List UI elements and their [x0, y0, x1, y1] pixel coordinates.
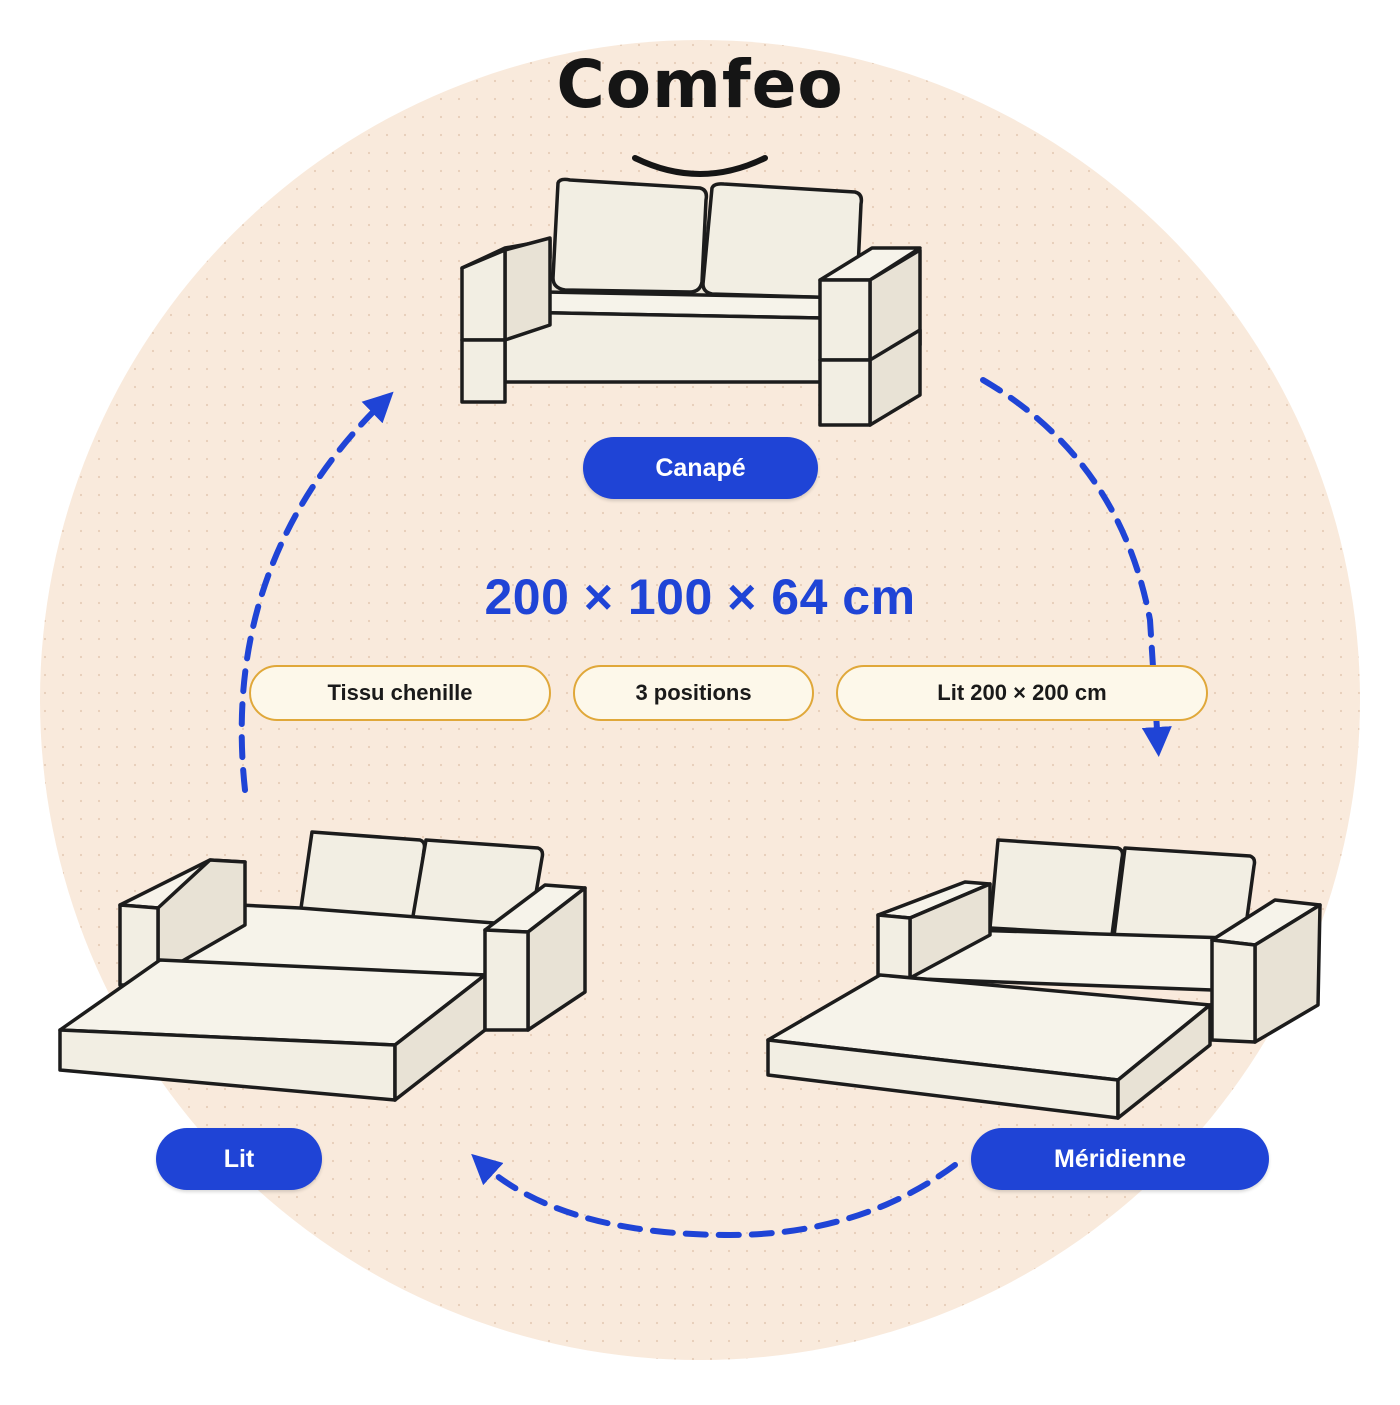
feature-tag-bed-size: Lit 200 × 200 cm: [836, 665, 1208, 721]
sofa-meridienne-illustration: [766, 838, 1322, 1120]
mode-badge-canape: Canapé: [583, 437, 818, 499]
mode-badge-meridienne: Méridienne: [971, 1128, 1269, 1190]
cycle-arrows: [238, 377, 1172, 1239]
brand-title: Comfeo: [556, 46, 844, 123]
arrow-lit-to-canape: [238, 391, 394, 793]
sofa-canape-illustration: [460, 177, 922, 427]
sofa-lit-illustration: [58, 830, 587, 1102]
arrow-meridienne-to-lit: [471, 1153, 958, 1239]
dimensions-label: 200 × 100 × 64 cm: [484, 569, 916, 625]
brand-smile-icon: [632, 155, 768, 177]
mode-badge-lit: Lit: [156, 1128, 322, 1190]
feature-tag-fabric: Tissu chenille: [249, 665, 551, 721]
arrow-canape-to-meridienne: [980, 377, 1172, 757]
feature-tag-positions: 3 positions: [573, 665, 814, 721]
